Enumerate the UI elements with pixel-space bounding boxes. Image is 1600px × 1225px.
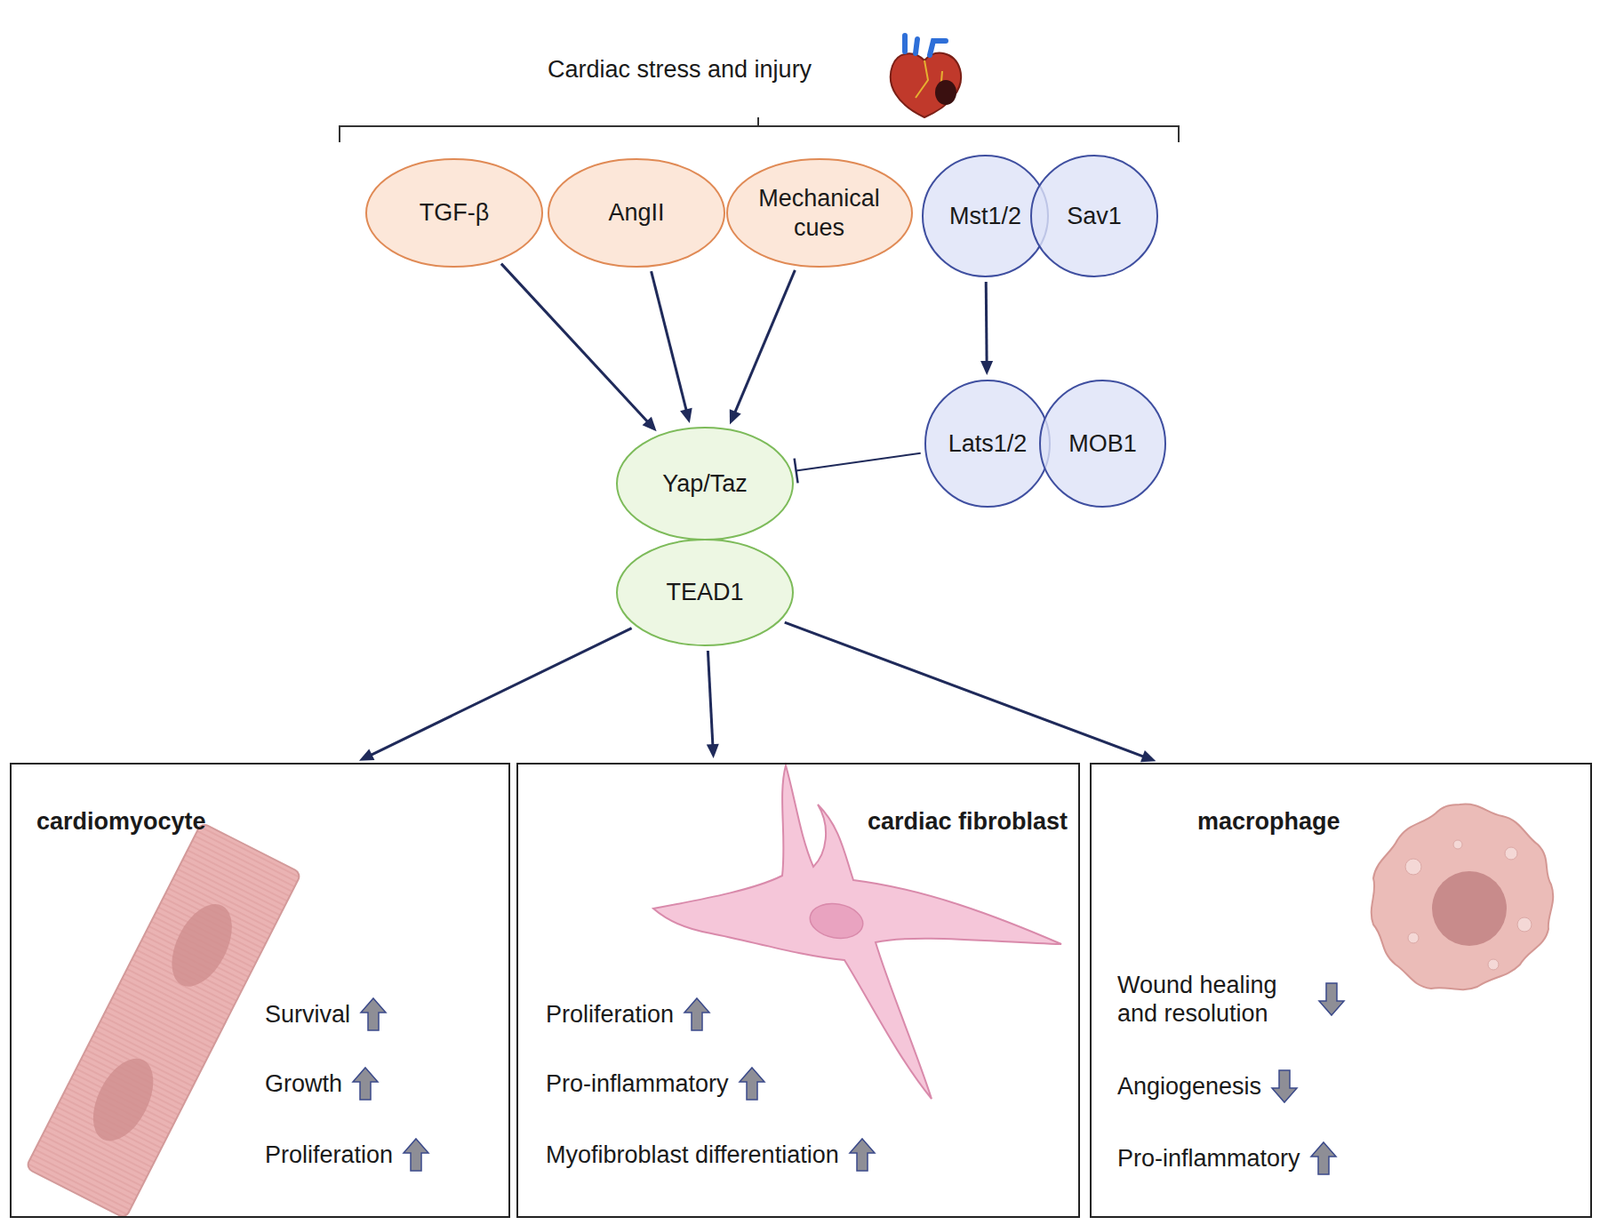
kinase-circle: Mst1/2: [921, 154, 1049, 278]
effect-row: Survival: [264, 996, 388, 1032]
heart-icon: [890, 35, 961, 118]
arrow-shape: [352, 1067, 378, 1100]
ellipse-shape: [1031, 155, 1158, 277]
effect-row: Wound healing and resolution: [1117, 970, 1346, 1029]
ellipse-shape: [616, 539, 793, 646]
ellipse-shape: [366, 159, 543, 267]
effect-label: Wound healing and resolution: [1117, 970, 1309, 1029]
cell-type-box: macrophageWound healing and resolutionAn…: [1089, 762, 1592, 1218]
connector-line: [651, 271, 688, 413]
node-label: Sav1: [1066, 201, 1122, 231]
arrowhead: [642, 416, 657, 432]
effect-row: Angiogenesis: [1117, 1068, 1299, 1104]
arrow-shape: [849, 1138, 875, 1171]
cell-type-heading: macrophage: [1197, 808, 1341, 836]
decrease-arrow: [1317, 981, 1346, 1017]
arrow-shape: [1272, 1070, 1297, 1103]
node-label: TGF-β: [419, 198, 490, 227]
ellipse-shape: [616, 427, 793, 540]
arrowhead: [359, 749, 375, 761]
inhibition-bar: [794, 458, 799, 484]
cell-type-heading: cardiomyocyte: [36, 808, 207, 836]
node-label: TEAD1: [665, 577, 744, 607]
node-label: MOB1: [1068, 429, 1137, 458]
effect-row: Proliferation: [264, 1136, 431, 1173]
inhibition-connector: [794, 453, 921, 484]
node-label: Mst1/2: [949, 201, 1022, 231]
arrowhead: [980, 360, 993, 376]
header-label: Cardiac stress and injury: [547, 56, 812, 84]
increase-arrow: [351, 1065, 380, 1102]
effect-label: Growth: [264, 1069, 343, 1098]
increase-arrow: [682, 996, 712, 1032]
transcription-factor-ellipse: TEAD1: [616, 538, 794, 647]
cell-type-heading: cardiac fibroblast: [867, 808, 1068, 836]
cell-type-box: cardiomyocyteSurvivalGrowthProliferation: [9, 762, 511, 1218]
arrowhead: [680, 408, 693, 424]
effect-label: Myofibroblast differentiation: [545, 1140, 840, 1169]
increase-arrow: [1309, 1140, 1338, 1176]
effect-label: Survival: [264, 1000, 351, 1029]
arrow-connector: [784, 622, 1157, 762]
stimulus-ellipse: TGF-β: [365, 158, 544, 268]
node-label: Lats1/2: [948, 429, 1028, 458]
effect-row: Myofibroblast differentiation: [545, 1136, 877, 1173]
arrow-connector: [651, 271, 693, 424]
ellipse-shape: [925, 380, 1050, 507]
effect-row: Proliferation: [545, 996, 712, 1032]
connector-line: [784, 622, 1146, 758]
ellipse-shape: [548, 159, 725, 267]
stimulus-ellipse: Mechanical cues: [726, 158, 913, 268]
arrow-connector: [980, 281, 993, 376]
increase-arrow: [737, 1065, 767, 1102]
arrowhead: [1140, 750, 1156, 762]
arrow-connector: [501, 264, 657, 432]
effect-row: Pro-inflammatory: [545, 1065, 767, 1102]
arrow-shape: [684, 998, 710, 1031]
increase-arrow: [359, 996, 388, 1032]
connector-line: [796, 453, 921, 472]
bracket: [339, 117, 1179, 143]
effect-row: Pro-inflammatory: [1117, 1140, 1338, 1176]
increase-arrow: [401, 1136, 431, 1173]
ellipse-outline: [726, 158, 913, 268]
effect-label: Proliferation: [545, 1000, 674, 1029]
adaptor-circle: Sav1: [1030, 154, 1159, 278]
cell-type-box: cardiac fibroblastProliferationPro-infla…: [516, 762, 1080, 1218]
ellipse-shape: [922, 155, 1048, 277]
node-label: AngII: [608, 198, 664, 227]
adaptor-circle: MOB1: [1039, 379, 1167, 508]
arrowhead: [706, 744, 720, 759]
coactivator-ellipse: Yap/Taz: [616, 426, 794, 541]
ellipse-shape: [1040, 380, 1166, 507]
node-label: Yap/Taz: [662, 469, 748, 498]
arrow-shape: [739, 1067, 765, 1100]
arrow-shape: [360, 998, 386, 1031]
node-label: Mechanical cues: [749, 184, 889, 242]
effect-label: Angiogenesis: [1117, 1072, 1262, 1101]
effect-label: Proliferation: [264, 1140, 393, 1169]
arrow-connector: [729, 270, 796, 425]
cardiomyocyte-cell: [25, 822, 302, 1219]
connector-line: [501, 264, 650, 424]
stimulus-ellipse: AngII: [547, 158, 726, 268]
arrow-shape: [1319, 983, 1344, 1016]
connector-line: [707, 650, 713, 748]
ellipse-shape: [727, 159, 912, 267]
arrow-connector: [359, 628, 632, 761]
connector-line: [984, 281, 989, 365]
macrophage-cell: [1371, 804, 1553, 991]
connector-line: [734, 270, 796, 416]
increase-arrow: [848, 1136, 877, 1173]
arrow-shape: [403, 1138, 429, 1171]
arrow-shape: [1311, 1142, 1336, 1175]
arrow-connector: [706, 650, 720, 759]
effect-label: Pro-inflammatory: [545, 1069, 729, 1098]
connector-line: [368, 628, 632, 757]
arrowhead: [729, 408, 742, 424]
effect-label: Pro-inflammatory: [1117, 1144, 1301, 1173]
effect-row: Growth: [264, 1065, 380, 1102]
kinase-circle: Lats1/2: [924, 379, 1051, 508]
decrease-arrow: [1270, 1068, 1299, 1104]
